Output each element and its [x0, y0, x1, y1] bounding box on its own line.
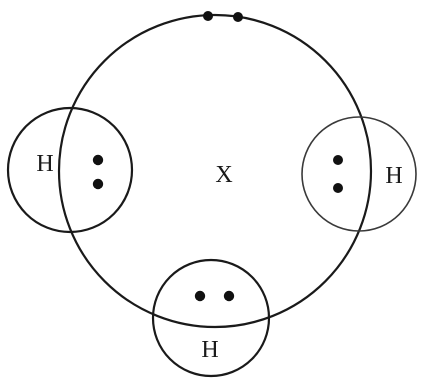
- electron: [333, 183, 343, 193]
- right-h-shell: [301, 116, 417, 232]
- bond-pair-left: [92, 154, 104, 190]
- electron: [92, 178, 104, 190]
- electron: [223, 290, 235, 302]
- bottom-h-shell: [151, 258, 271, 378]
- lone-pair-top: [203, 11, 243, 22]
- right-h-label: H: [385, 163, 402, 189]
- left-h-label: H: [36, 151, 53, 177]
- central-atom-label: X: [215, 162, 232, 188]
- bond-pair-right: [333, 155, 343, 193]
- electron: [203, 11, 213, 21]
- electron: [233, 12, 243, 22]
- electron: [194, 290, 206, 302]
- bottom-h-label: H: [201, 337, 218, 363]
- central-atom-shell: [57, 13, 373, 329]
- bond-pair-bottom: [194, 290, 235, 302]
- electron: [333, 155, 343, 165]
- electron: [92, 154, 104, 166]
- left-h-shell: [6, 106, 134, 234]
